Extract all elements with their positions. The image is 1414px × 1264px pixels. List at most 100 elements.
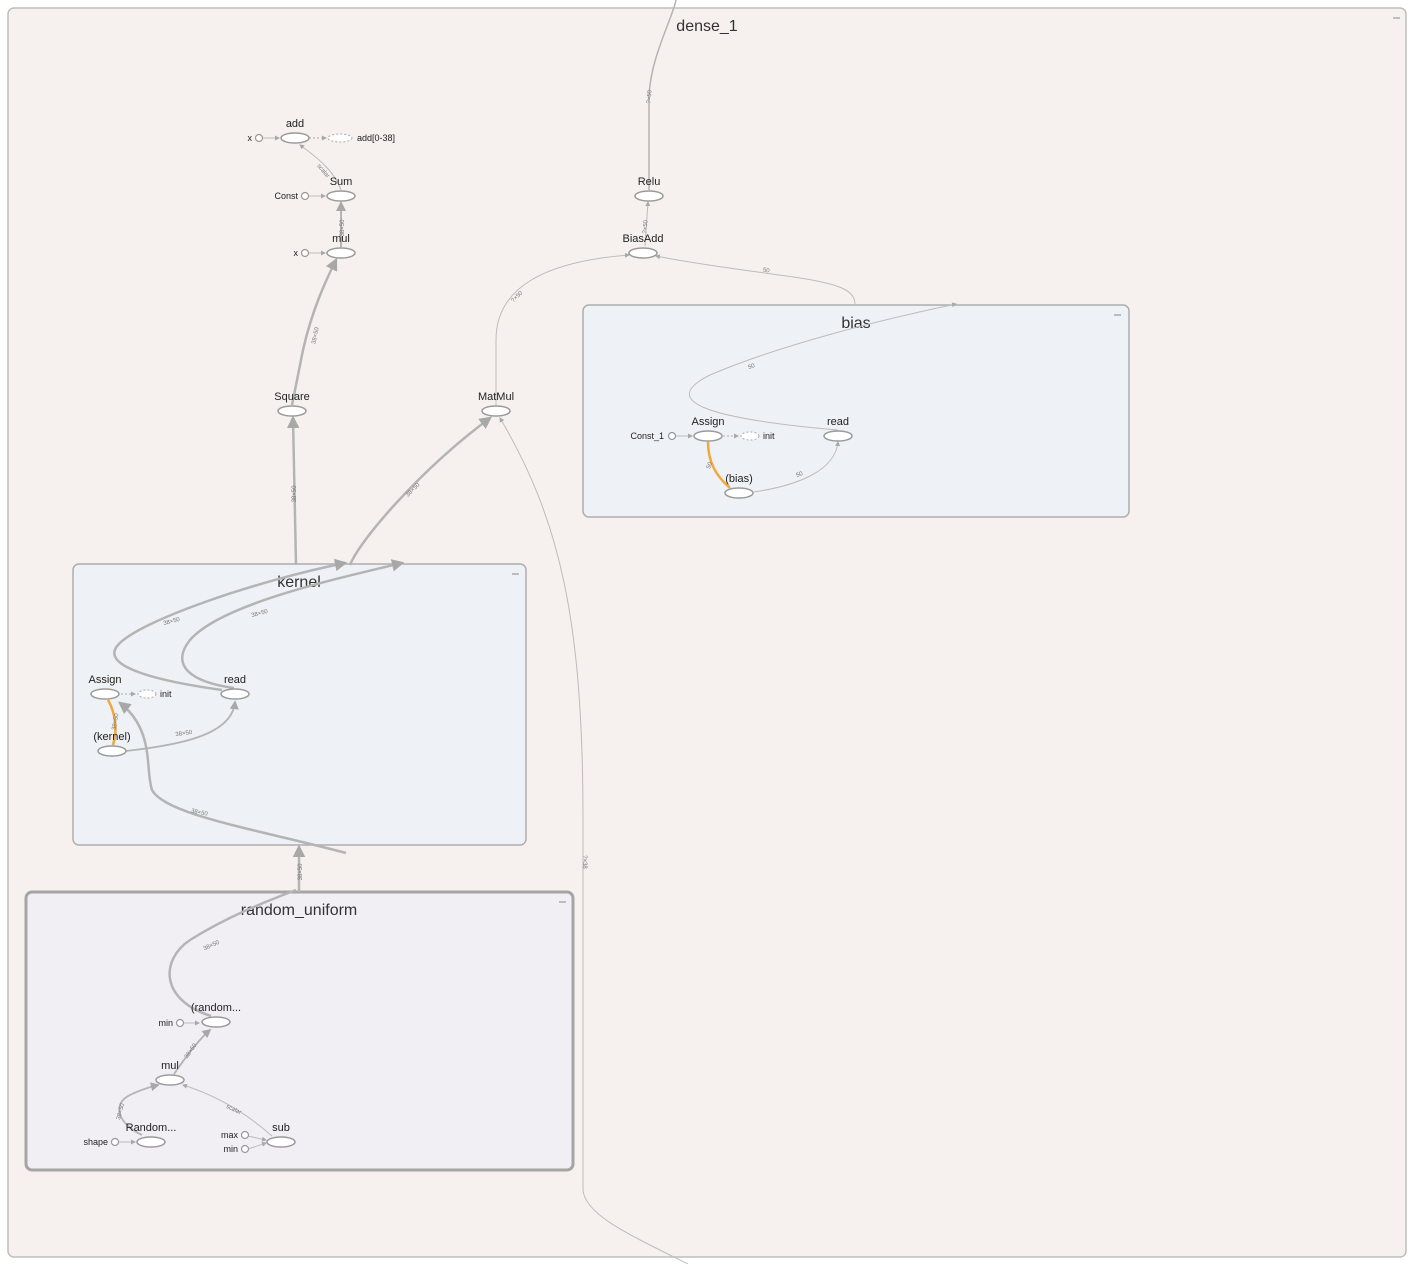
svg-text:add: add	[286, 118, 304, 130]
node-ru-mul[interactable]: mul	[155, 1060, 185, 1086]
edge-label-input-matmul: ?×38	[581, 855, 587, 869]
edge-kernel-var-read	[125, 700, 239, 752]
edge-label-relu-biasadd: ?×50	[642, 219, 649, 234]
svg-text:MatMul: MatMul	[478, 391, 514, 403]
svg-text:max: max	[221, 1130, 239, 1140]
edge-random-mul	[118, 1082, 160, 1136]
svg-text:Random...: Random...	[126, 1122, 177, 1134]
node-add-out[interactable]: add[0-38]	[327, 133, 395, 143]
node-bias-read[interactable]: read	[823, 416, 853, 442]
svg-text:x: x	[294, 248, 299, 258]
edge-label-kernel-out2: 38×50	[251, 609, 269, 619]
edge-kernel-square	[286, 415, 300, 566]
node-ru-sub[interactable]: sub	[266, 1122, 296, 1148]
svg-text:Assign: Assign	[88, 674, 121, 686]
svg-text:BiasAdd: BiasAdd	[623, 233, 664, 245]
node-bias-var[interactable]: (bias)	[724, 473, 754, 499]
svg-text:mul: mul	[161, 1060, 179, 1072]
node-mul[interactable]: mul	[326, 233, 356, 259]
edge-label-square-mul: 38×50	[311, 326, 321, 344]
edge-label-bias-assign: 50	[706, 461, 714, 470]
group-random-uniform[interactable]: random_uniform	[24, 890, 575, 1172]
svg-text:Const: Const	[274, 191, 298, 201]
svg-text:shape: shape	[83, 1137, 108, 1147]
node-ru-shape[interactable]: shape	[83, 1137, 120, 1147]
node-add[interactable]: add	[280, 118, 310, 144]
group-kernel[interactable]: kernel	[72, 563, 527, 846]
node-kernel-read[interactable]: read	[220, 674, 250, 700]
edge-input-matmul	[499, 417, 689, 1264]
svg-text:Const_1: Const_1	[630, 431, 664, 441]
node-relu[interactable]: Relu	[634, 176, 664, 202]
svg-text:Square: Square	[274, 391, 309, 403]
node-sum-const[interactable]: Const	[274, 191, 310, 201]
node-add-x[interactable]: x	[248, 133, 264, 143]
node-matmul[interactable]: MatMul	[478, 391, 514, 417]
svg-text:add[0-38]: add[0-38]	[357, 133, 395, 143]
svg-text:min: min	[158, 1018, 173, 1028]
edge-label-ru-kernel: 38×50	[298, 863, 304, 881]
svg-text:x: x	[248, 133, 253, 143]
node-ru-random-add[interactable]: (random...	[191, 1002, 241, 1028]
edge-kernel-var-assign	[106, 699, 117, 746]
edge-kernel-out2	[180, 559, 405, 690]
node-sum[interactable]: Sum	[326, 176, 356, 202]
svg-text:Sum: Sum	[330, 176, 353, 188]
edge-label-bias-out: 50	[747, 363, 756, 371]
edges	[106, 0, 957, 1264]
edge-biasadd-relu	[644, 201, 651, 247]
edge-label-kernel-out1: 38×50	[163, 617, 181, 627]
svg-text:read: read	[827, 416, 849, 428]
svg-text:(random...: (random...	[191, 1002, 241, 1014]
node-ru-min[interactable]: min	[158, 1018, 185, 1028]
edge-min-sub	[247, 1141, 267, 1150]
node-mul-x[interactable]: x	[294, 248, 310, 258]
edge-bias-var-assign	[706, 441, 731, 489]
node-bias-init[interactable]: init	[740, 431, 775, 441]
edge-label-mul-sum: 38×50	[340, 219, 346, 237]
svg-text:sub: sub	[272, 1122, 290, 1134]
edge-square-mul	[290, 257, 338, 406]
group-title-bias: bias	[841, 315, 870, 332]
node-bias-const[interactable]: Const_1	[630, 431, 677, 441]
node-ru-min2[interactable]: min	[223, 1144, 250, 1154]
svg-text:read: read	[224, 674, 246, 686]
svg-text:Relu: Relu	[638, 176, 661, 188]
edge-label-top: ?×50	[646, 89, 653, 104]
edge-sub-mul	[182, 1083, 273, 1137]
edge-bias-read-out	[689, 302, 957, 431]
svg-text:init: init	[160, 689, 172, 699]
group-bias[interactable]: bias	[582, 304, 1130, 518]
node-ru-random[interactable]: Random...	[126, 1122, 177, 1148]
node-kernel-var[interactable]: (kernel)	[93, 731, 131, 757]
node-bias-assign[interactable]: Assign	[691, 416, 725, 442]
svg-text:(bias): (bias)	[725, 473, 753, 485]
edge-label-bias-biasadd: 50	[762, 268, 770, 275]
svg-text:mul: mul	[332, 233, 350, 245]
edge-relu-out	[648, 0, 677, 190]
node-biasadd[interactable]: BiasAdd	[623, 233, 664, 259]
group-title-random-uniform: random_uniform	[241, 902, 358, 919]
edge-label-kernel-var-read: 38×50	[175, 730, 193, 738]
node-kernel-assign[interactable]: Assign	[88, 674, 122, 700]
edge-bias-var-read	[753, 441, 841, 493]
svg-text:(kernel): (kernel)	[93, 731, 130, 743]
edge-bias-biasadd	[655, 254, 856, 306]
edge-ru-out	[168, 888, 297, 1018]
edge-max-sub	[247, 1135, 267, 1142]
edge-kernel-in	[118, 701, 347, 855]
group-title-dense: dense_1	[676, 18, 737, 35]
edge-label-kernel-square: 38×50	[292, 485, 298, 503]
edge-mul-randomadd	[173, 1028, 212, 1075]
svg-text:init: init	[763, 431, 775, 441]
node-ru-max[interactable]: max	[221, 1130, 250, 1140]
svg-text:Assign: Assign	[691, 416, 724, 428]
edge-kernel-matmul	[348, 416, 493, 566]
edge-label-kernel-var-assign: 38×50	[112, 712, 121, 730]
node-square[interactable]: Square	[274, 391, 310, 417]
edge-matmul-biasadd	[495, 252, 630, 405]
edge-label-ru-random-mul: 38×50	[116, 1102, 126, 1120]
node-kernel-init[interactable]: init	[137, 689, 172, 699]
svg-text:min: min	[223, 1144, 238, 1154]
